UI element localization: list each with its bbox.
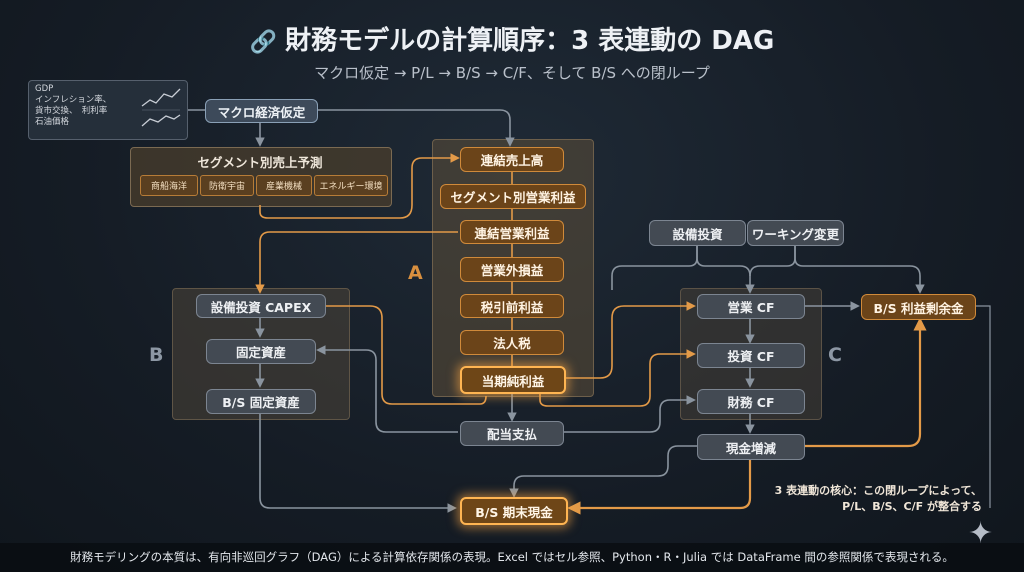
- consolidated-sales-node[interactable]: 連結売上高: [460, 147, 564, 172]
- edge-div-to-fixed: [316, 345, 458, 433]
- title-text: 財務モデルの計算順序：3 表連動の DAG: [285, 26, 775, 56]
- edge-capex-to-net: [325, 305, 487, 405]
- pretax-profit-node[interactable]: 税引前利益: [460, 294, 564, 318]
- segment-op-profit-node[interactable]: セグメント別営業利益: [440, 184, 586, 209]
- footer-bar: [0, 543, 1024, 572]
- page-subtitle: マクロ仮定 → P/L → B/S → C/F、そして B/S への閉ループ: [314, 64, 710, 82]
- edge-cash-to-ending-gray: [509, 445, 700, 498]
- macro-line: GDP: [35, 84, 54, 94]
- capex-input-node[interactable]: 設備投資: [649, 220, 746, 246]
- edge-capexin-to-opcf: [696, 246, 755, 294]
- page-title: 🔗 財務モデルの計算順序：3 表連動の DAG: [0, 20, 1024, 57]
- macro-indicators-list: GDP インフレション率、 貨市交換、 利利率 石油価格: [35, 84, 111, 128]
- footer-text: 財務モデリングの本質は、有向非巡回グラフ（DAG）による計算依存関係の表現。Ex…: [70, 550, 954, 564]
- edge-net-to-opcf: [564, 301, 696, 379]
- investing-cf-node[interactable]: 投資 CF: [697, 343, 805, 368]
- working-capital-node[interactable]: ワーキング変更: [747, 220, 844, 246]
- edge-cash-to-ending: [567, 458, 752, 515]
- edge-capexin-to-cf: [611, 246, 698, 290]
- macro-line: 石油価格: [35, 117, 70, 127]
- segment-chip[interactable]: 防衛宇宙: [200, 175, 254, 196]
- link-icon: 🔗: [249, 30, 278, 55]
- macro-assumptions-node[interactable]: マクロ経済仮定: [205, 99, 318, 123]
- group-label-c: C: [828, 344, 842, 366]
- macro-line: 貨市交換、 利利率: [35, 106, 108, 116]
- edge-opprofit-to-capex: [255, 231, 458, 294]
- macro-line: インフレション率、: [35, 95, 112, 105]
- segment-sales-title: セグメント別売上予測: [197, 155, 323, 170]
- operating-cf-node[interactable]: 営業 CF: [697, 294, 805, 319]
- edge-div-to-fin: [564, 395, 696, 433]
- edge-bsfixed-to-cash: [259, 412, 457, 513]
- corporate-tax-node[interactable]: 法人税: [460, 330, 564, 355]
- edge-net-to-invcf: [539, 349, 696, 407]
- ending-cash-node[interactable]: B/S 期末現金: [460, 497, 568, 525]
- net-income-node[interactable]: 当期純利益: [460, 366, 566, 394]
- closed-loop-note: 3 表連動の核心：この閉ループによって、 P/L、B/S、C/F が整合する: [760, 483, 982, 515]
- dividend-payment-node[interactable]: 配当支払: [460, 421, 564, 446]
- edge-cash-to-retained: [805, 317, 927, 448]
- cash-change-node[interactable]: 現金増減: [697, 434, 805, 460]
- macro-chart-icon: [141, 88, 181, 127]
- fixed-assets-node[interactable]: 固定資産: [206, 339, 316, 364]
- segment-chip[interactable]: 商船海洋: [140, 175, 198, 196]
- group-label-a: A: [408, 262, 423, 284]
- edge-wc-to-retained: [794, 246, 925, 294]
- note-line: P/L、B/S、C/F が整合する: [842, 500, 982, 513]
- retained-earnings-node[interactable]: B/S 利益剰余金: [861, 294, 976, 320]
- note-line: 3 表連動の核心：この閉ループによって、: [774, 484, 982, 497]
- consolidated-op-profit-node[interactable]: 連結営業利益: [460, 220, 564, 244]
- non-operating-node[interactable]: 営業外損益: [460, 257, 564, 282]
- financing-cf-node[interactable]: 財務 CF: [697, 389, 805, 414]
- edge-retained-loop: [975, 305, 991, 508]
- group-label-b: B: [149, 344, 164, 366]
- bs-fixed-assets-node[interactable]: B/S 固定資産: [206, 389, 316, 414]
- segment-chip[interactable]: 産業機械: [256, 175, 312, 196]
- edge-seg-to-sales: [259, 153, 460, 219]
- edge-macro-to-sales: [316, 109, 515, 147]
- capex-node[interactable]: 設備投資 CAPEX: [196, 294, 326, 318]
- sparkle-icon: ✦: [968, 516, 994, 551]
- segment-chip[interactable]: エネルギー環境: [314, 175, 388, 196]
- edge-wc-to-opcf: [749, 246, 796, 277]
